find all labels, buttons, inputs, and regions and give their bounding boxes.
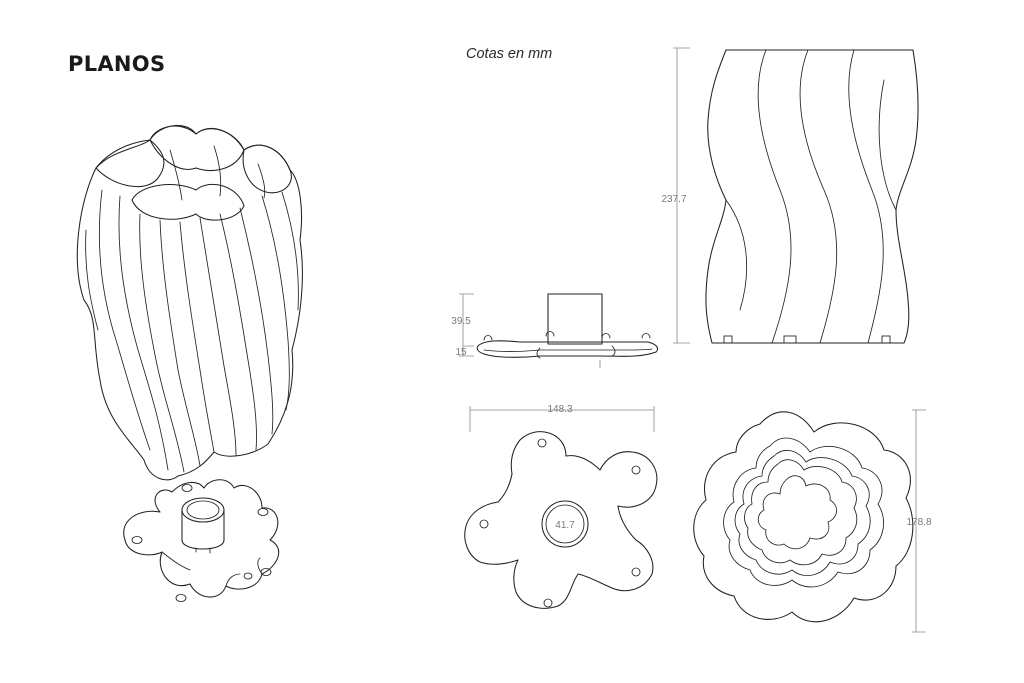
base-side-view: [459, 293, 659, 368]
base-top-view: [464, 406, 658, 609]
dim-base-height-label: 39.5: [451, 316, 471, 327]
vase-top-view: [693, 409, 926, 633]
units-note: Cotas en mm: [466, 46, 553, 62]
dim-depth-label: 178.8: [906, 517, 931, 528]
dim-hole-diameter-label: 41.7: [555, 520, 575, 531]
dim-height-label: 237.7: [661, 194, 686, 205]
isometric-view: [76, 125, 303, 602]
dim-width-label: 148.3: [547, 404, 572, 415]
iso-base: [123, 479, 280, 602]
front-elevation: [673, 47, 919, 344]
iso-vase-body: [76, 125, 303, 481]
dim-base-small-label: 15: [455, 347, 467, 358]
page-title: PLANOS: [68, 52, 166, 76]
